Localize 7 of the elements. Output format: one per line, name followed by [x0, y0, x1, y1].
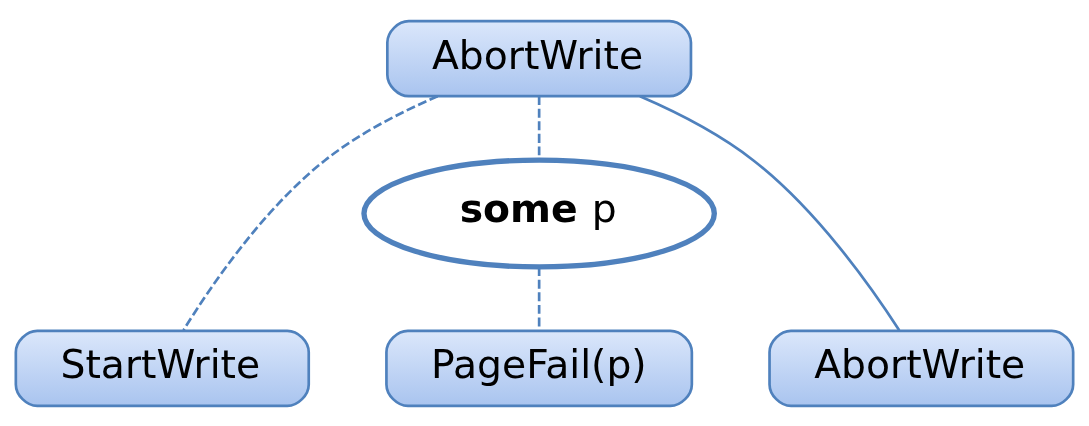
node-box: AbortWrite: [768, 329, 1075, 407]
node-box: AbortWrite: [386, 19, 693, 97]
connector: [639, 94, 901, 331]
node-box: StartWrite: [14, 329, 311, 407]
connector: [182, 94, 439, 331]
node-box: PageFail(p): [385, 329, 694, 407]
node-ellipse: some p: [361, 156, 717, 270]
